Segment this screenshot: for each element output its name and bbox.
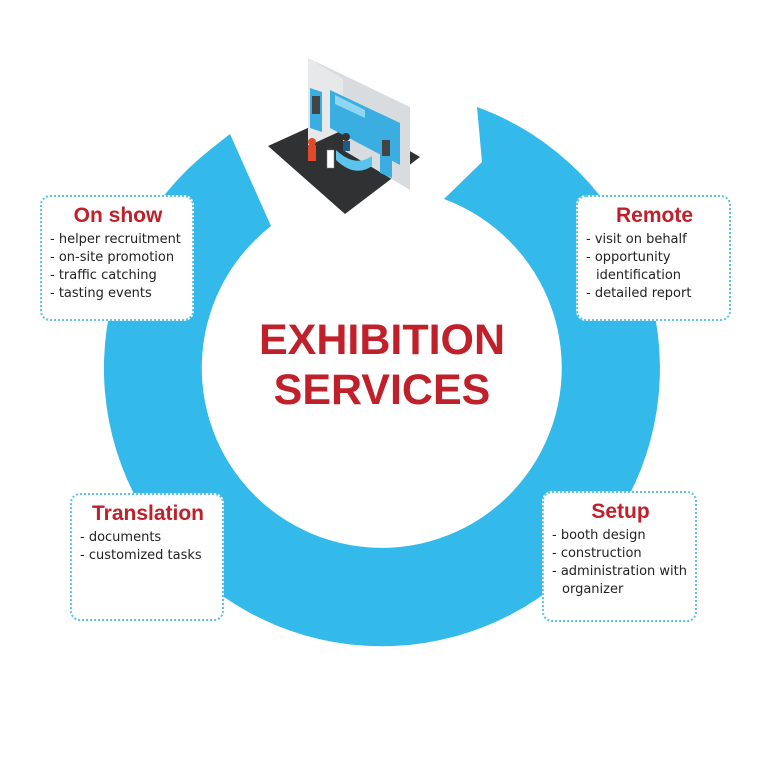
list-item: on-site promotion (50, 249, 186, 267)
translation-title: Translation (91, 502, 205, 525)
list-item: helper recruitment (50, 231, 186, 249)
title-line-1: EXHIBITION (258, 316, 506, 364)
list-item: opportunity identification (586, 249, 723, 285)
on-show-title: On show (73, 204, 163, 227)
list-item: construction (552, 545, 689, 563)
list-item: detailed report (586, 285, 723, 303)
list-item: administration with organizer (552, 563, 689, 599)
list-item: booth design (552, 527, 689, 545)
remote-box: Remote visit on behalf opportunity ident… (576, 195, 731, 321)
setup-title: Setup (591, 500, 650, 523)
list-item: customized tasks (80, 547, 216, 565)
cycle-ring-arrow (103, 107, 660, 647)
on-show-box: On show helper recruitment on-site promo… (40, 195, 194, 321)
exhibition-booth-illustration (268, 58, 420, 214)
setup-box: Setup booth design construction administ… (542, 491, 697, 622)
list-item: documents (80, 529, 216, 547)
list-item: traffic catching (50, 267, 186, 285)
translation-box: Translation documents customized tasks (70, 493, 224, 621)
main-title: EXHIBITION SERVICES (182, 315, 582, 415)
title-line-2: SERVICES (273, 366, 491, 414)
remote-title: Remote (615, 204, 694, 227)
list-item: tasting events (50, 285, 186, 303)
list-item: visit on behalf (586, 231, 723, 249)
